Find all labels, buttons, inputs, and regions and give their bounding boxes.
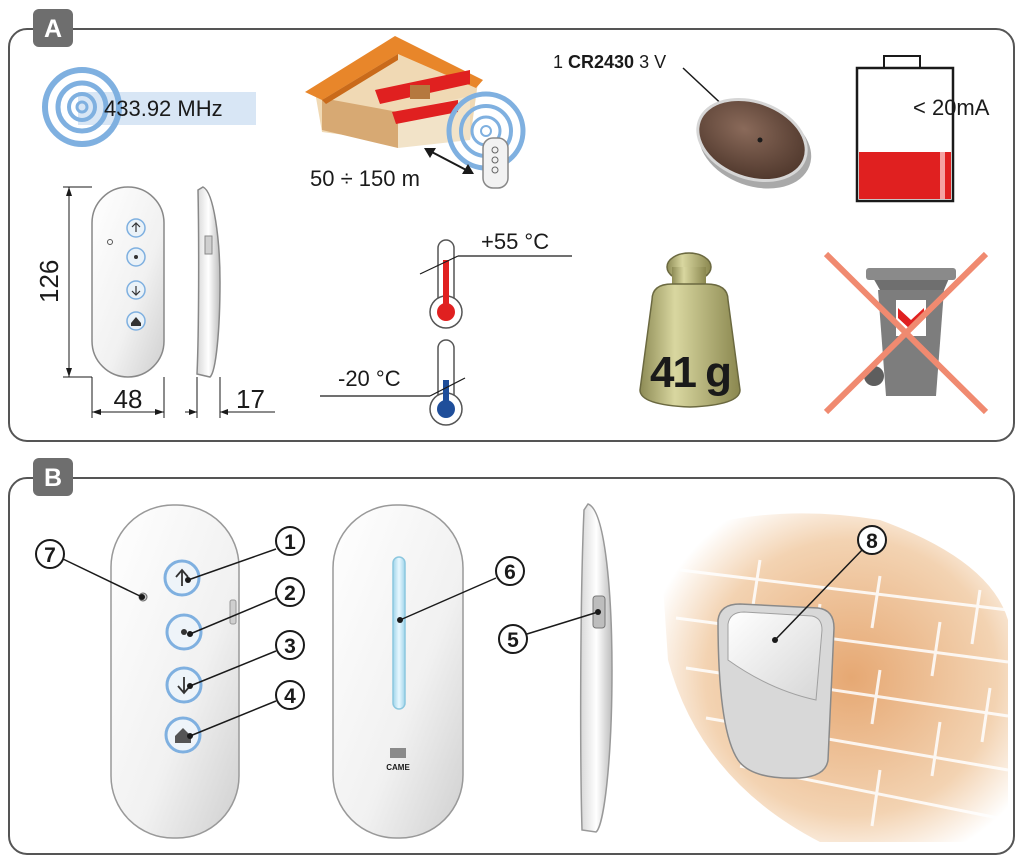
range-label: 50 ÷ 150 m (310, 166, 420, 191)
remote-side (579, 503, 613, 833)
thermometer-hot-icon (419, 239, 572, 329)
dimension-height: 126 (34, 260, 64, 303)
svg-text:7: 7 (44, 544, 56, 567)
radio-waves-icon (42, 67, 256, 147)
callout-5: 5 (498, 624, 528, 654)
callout-1: 1 (275, 526, 305, 556)
weight-icon (639, 252, 741, 408)
battery-spec: 1 CR2430 3 V (553, 52, 666, 72)
dimension-width: 48 (114, 384, 143, 414)
came-logo-icon (390, 748, 406, 758)
callout-6: 6 (495, 556, 525, 586)
low-battery-label: < 20mA (913, 95, 990, 120)
stop-button[interactable] (165, 613, 203, 651)
panel-b-tag: B (44, 464, 62, 492)
panel-a-tag: A (44, 15, 62, 43)
range-waves-icon (446, 91, 526, 189)
remote-back (332, 504, 464, 839)
svg-text:8: 8 (866, 530, 878, 553)
weight-label: 41 g (650, 348, 730, 397)
wall-holder-scene (660, 513, 1009, 842)
callout-3: 3 (275, 630, 305, 660)
panel-a: A 433.92 MHz (8, 9, 1015, 442)
crossed-bin-icon (823, 251, 989, 415)
range-arrow-icon (424, 148, 474, 174)
temp-min-label: -20 °C (338, 366, 401, 391)
remote-side-dimension-drawing (185, 186, 275, 418)
arrow-down-icon (177, 677, 191, 695)
svg-text:5: 5 (507, 629, 519, 652)
home-icon (175, 728, 191, 743)
house-icon (305, 36, 483, 148)
coin-battery-icon (696, 97, 812, 189)
thermometer-cold-icon (320, 339, 466, 426)
down-button[interactable] (165, 666, 203, 704)
stop-icon (181, 629, 187, 635)
callout-8: 8 (857, 525, 887, 555)
panel-b: B CAME (8, 458, 1015, 855)
light-strip (392, 556, 406, 710)
svg-text:6: 6 (504, 561, 516, 584)
callout-2: 2 (275, 577, 305, 607)
callout-lines (62, 547, 865, 737)
callout-7: 7 (35, 539, 65, 569)
callout-dots (139, 577, 778, 739)
svg-text:4: 4 (284, 685, 296, 708)
svg-text:1: 1 (284, 531, 296, 554)
arrow-up-icon (175, 568, 189, 586)
svg-text:2: 2 (284, 582, 296, 605)
battery-label-bg (903, 90, 911, 120)
brand-logo: CAME (386, 763, 410, 772)
dimension-depth: 17 (236, 384, 265, 414)
up-button[interactable] (163, 559, 201, 597)
temp-max-label: +55 °C (481, 229, 549, 254)
battery-level-icon (855, 55, 955, 203)
svg-text:3: 3 (284, 635, 296, 658)
callout-4: 4 (275, 680, 305, 710)
remote-front-dimension-drawing (63, 186, 165, 418)
home-button[interactable] (164, 716, 202, 754)
frequency-label: 433.92 MHz (104, 96, 223, 121)
